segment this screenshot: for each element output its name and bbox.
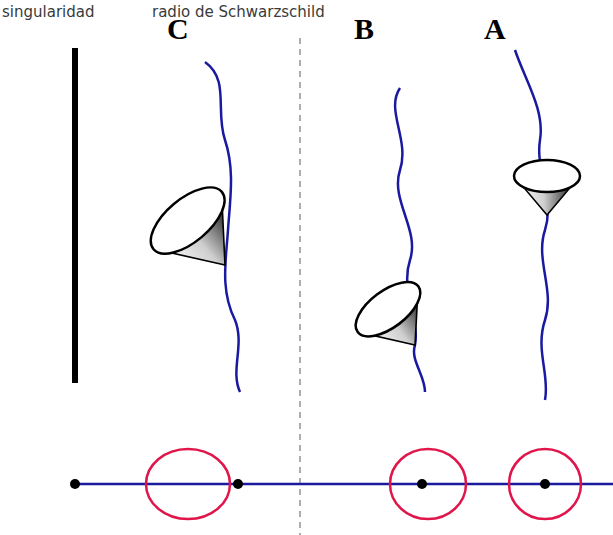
position-dot xyxy=(417,479,427,489)
world-line xyxy=(515,50,548,400)
region-label: singularidad xyxy=(2,4,94,21)
light-cone xyxy=(140,175,259,293)
position-dot xyxy=(70,479,80,489)
singularity-line xyxy=(72,48,78,383)
light-circle xyxy=(146,449,230,519)
light-circle xyxy=(509,449,581,519)
observer-letter: B xyxy=(354,12,374,45)
world-line xyxy=(395,88,425,392)
light-cone xyxy=(514,160,580,215)
light-cone xyxy=(347,272,446,368)
position-dot xyxy=(233,479,243,489)
observer-letter: C xyxy=(167,12,189,45)
light-circle xyxy=(390,449,466,519)
schwarzschild-radius-line xyxy=(299,38,300,535)
observer-letter: A xyxy=(484,12,506,45)
position-dot xyxy=(540,479,550,489)
radial-axis xyxy=(75,483,613,486)
